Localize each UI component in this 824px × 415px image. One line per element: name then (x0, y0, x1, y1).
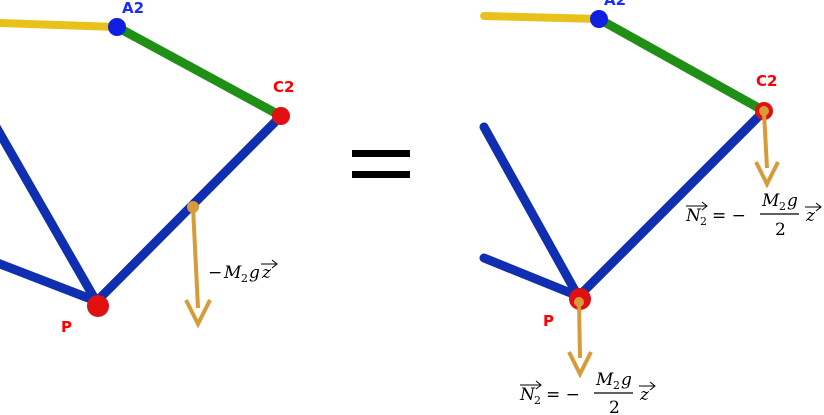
reaction-arrow-p-head (567, 351, 593, 379)
label-a2: A2 (122, 0, 144, 17)
reaction-arrow-c2-shaft (762, 112, 769, 169)
weight-axis-vector-head (271, 259, 278, 269)
label-c2: C2 (273, 78, 294, 96)
joint-a2 (590, 10, 608, 28)
blue-bar-lower (479, 253, 583, 301)
force-vector-head (701, 201, 708, 211)
reaction-force-sub: 2 (534, 394, 541, 407)
blue-bar-left-diagonal (0, 124, 101, 306)
axis-vector-head (815, 202, 822, 212)
weight-mass: M (223, 263, 242, 283)
frac-num-mass-sub: 2 (613, 379, 620, 392)
weight-label: − M 2 g z (208, 259, 278, 285)
reaction-point-c2 (759, 106, 769, 116)
label-p: P (61, 318, 72, 336)
reaction-label-p: N 2 = − M 2 g 2 z (519, 370, 656, 415)
blue-bar-left-diagonal (479, 122, 583, 301)
weight-axis: z (261, 263, 272, 283)
joint-c2 (272, 107, 290, 125)
weight-gravity: g (249, 263, 260, 283)
reaction-label-c2: N 2 = − M 2 g 2 z (685, 191, 822, 240)
reaction-axis: z (639, 385, 650, 405)
label-p: P (543, 312, 554, 330)
frac-num-mass: M (761, 191, 780, 211)
equals-top-bar (352, 150, 410, 157)
weight-mass-sub: 2 (241, 272, 248, 285)
weight-minus: − (208, 263, 222, 283)
equals-sign: = (352, 150, 410, 178)
frac-num-gravity: g (787, 191, 798, 211)
frac-den: 2 (775, 220, 786, 240)
frac-num-mass-sub: 2 (779, 200, 786, 213)
yellow-bar (0, 19, 121, 31)
reaction-equals: = − (546, 385, 580, 405)
left-mechanism: A2 C2 P − M 2 g z (0, 0, 294, 336)
equals-bottom-bar (352, 171, 410, 178)
reaction-force: N (519, 385, 536, 405)
weight-arrow-shaft (191, 206, 200, 309)
frac-num-mass: M (595, 370, 614, 390)
weight-arrow-head (184, 299, 212, 329)
yellow-bar (480, 12, 603, 23)
weight-application-point (187, 201, 199, 213)
joint-p (87, 295, 109, 317)
reaction-force-sub: 2 (700, 215, 707, 228)
label-c2: C2 (756, 72, 777, 90)
reaction-arrow-p-shaft (577, 301, 582, 359)
reaction-force: N (685, 206, 702, 226)
frac-num-gravity: g (621, 370, 632, 390)
reaction-axis: z (805, 206, 816, 226)
label-a2: A2 (604, 0, 626, 9)
right-mechanism: A2 C2 P N 2 = − M 2 g 2 z N (479, 0, 822, 415)
blue-bar-pc2 (577, 106, 769, 298)
axis-vector-head (649, 381, 656, 391)
green-bar (594, 14, 769, 116)
joint-a2 (108, 18, 126, 36)
reaction-equals: = − (712, 206, 746, 226)
reaction-arrow-c2-head (754, 161, 780, 189)
force-vector-head (535, 380, 542, 390)
blue-bar-lower (0, 259, 101, 306)
reaction-point-p (574, 297, 584, 307)
green-bar (112, 22, 286, 121)
frac-den: 2 (609, 398, 620, 415)
